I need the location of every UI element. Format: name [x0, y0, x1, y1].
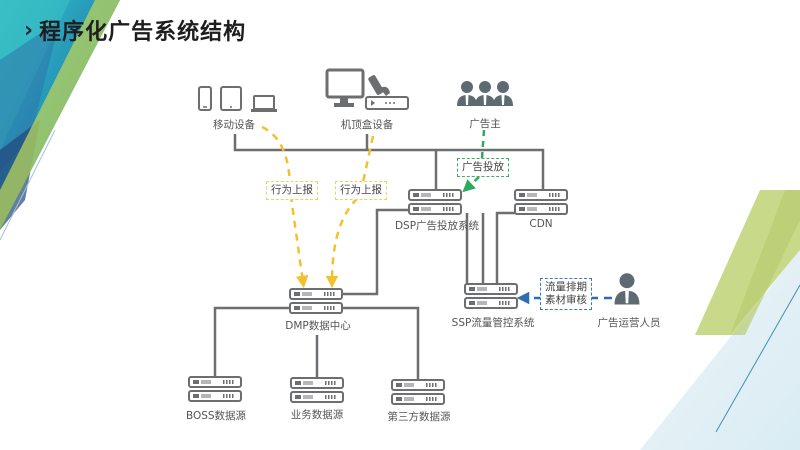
connection-lines: [213, 134, 545, 380]
traffic-scheduling-line2: 素材审核: [545, 294, 587, 306]
bottom-right-decoration: [640, 190, 800, 450]
tablet-icon: [220, 86, 242, 111]
double-chevron-right-icon: ›: [24, 17, 34, 43]
top-left-decoration: [0, 0, 120, 241]
behavior-report-arrow-2: [325, 135, 375, 289]
third-party-source-label: 第三方数据源: [387, 411, 451, 423]
user-group-icon: [457, 81, 513, 106]
traffic-scheduling-line1: 流量排期: [545, 281, 587, 293]
laptop-icon: [251, 95, 277, 112]
ad-delivery-tag: 广告投放: [457, 158, 509, 177]
set-top-box-icon: [365, 96, 409, 110]
mobile-devices-label: 移动设备: [213, 119, 255, 131]
dmp-server-icon: [290, 289, 342, 313]
behavior-report-arrow-1: [261, 125, 309, 289]
dsp-dmp-link: [343, 208, 409, 296]
cdn-label: CDN: [529, 218, 553, 230]
smartphone-icon: [198, 86, 212, 111]
ssp-label: SSP流量管控系统: [451, 317, 535, 329]
cdn-ssp-link: [495, 211, 515, 284]
boss-source-label: BOSS数据源: [185, 410, 247, 422]
dsp-label: DSP广告投放系统: [394, 220, 480, 232]
remote-control-icon: [368, 75, 390, 96]
third-party-server-icon: [392, 380, 444, 404]
ad-delivery-arrow: [467, 129, 486, 188]
cdn-server-icon: [515, 190, 567, 214]
advertiser-label: 广告主: [469, 118, 501, 130]
top-bus-line: [233, 134, 545, 190]
business-server-icon: [291, 378, 343, 402]
set-top-box-label: 机顶盒设备: [340, 119, 394, 131]
dsp-server-icon: [409, 190, 461, 214]
user-icon: [614, 273, 640, 305]
boss-server-icon: [189, 377, 241, 401]
slide-title: › 程序化广告系统结构: [24, 14, 246, 46]
behavior-report-tag-2: 行为上报: [335, 181, 387, 200]
ad-ops-label: 广告运营人员: [597, 317, 661, 329]
business-source-label: 业务数据源: [290, 409, 344, 421]
title-text: 程序化广告系统结构: [39, 20, 247, 45]
ssp-server-icon: [465, 284, 517, 308]
monitor-icon: [325, 68, 365, 107]
dmp-label: DMP数据中心: [285, 320, 351, 332]
traffic-scheduling-tag: 流量排期 素材审核: [540, 278, 592, 310]
behavior-report-tag-1: 行为上报: [266, 181, 318, 200]
